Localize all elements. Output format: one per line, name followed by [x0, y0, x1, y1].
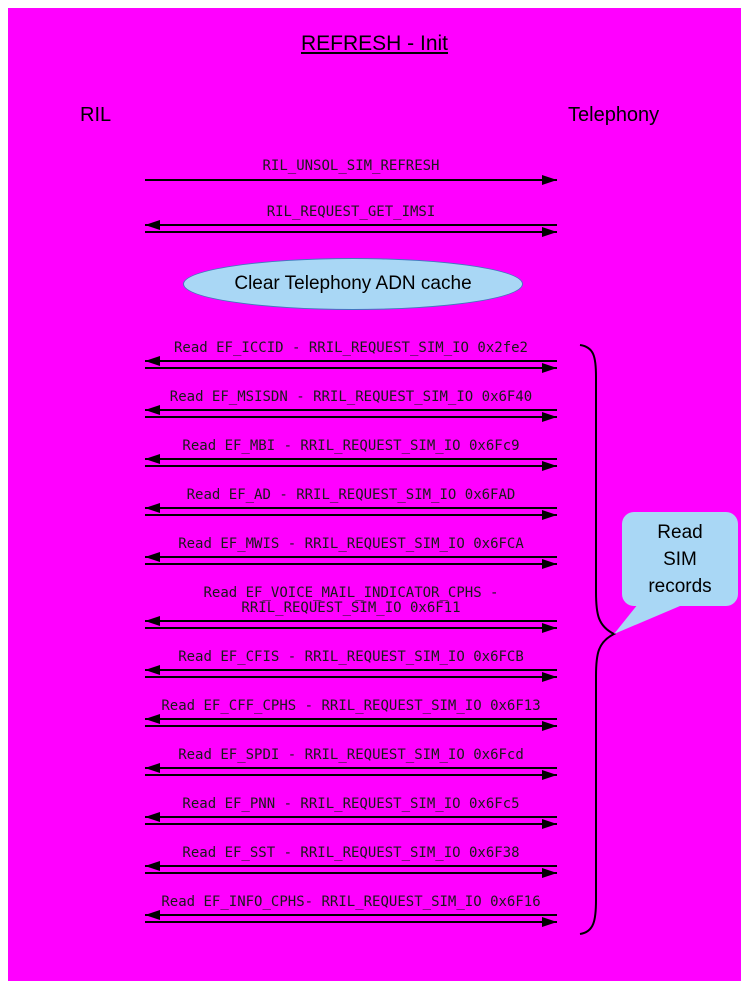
- adn-cache-note-label: Clear Telephony ADN cache: [234, 273, 472, 294]
- arrowhead-left-icon: [145, 910, 160, 920]
- arrow-line-right: [145, 721, 557, 731]
- message-label: Read EF_VOICE_MAIL_INDICATOR_CPHS - RRIL…: [203, 585, 499, 616]
- arrow-line-right: [145, 559, 557, 569]
- arrowhead-left-icon: [145, 763, 160, 773]
- message: Read EF_SPDI - RRIL_REQUEST_SIM_IO 0x6Fc…: [145, 747, 557, 780]
- arrow-line-right: [145, 917, 557, 927]
- message: Read EF_CFF_CPHS - RRIL_REQUEST_SIM_IO 0…: [145, 698, 557, 731]
- arrowhead-right-icon: [542, 412, 557, 422]
- arrowhead-right-icon: [542, 227, 557, 237]
- arrowhead-right-icon: [542, 559, 557, 569]
- message: Read EF_ICCID - RRIL_REQUEST_SIM_IO 0x2f…: [145, 340, 557, 373]
- message: Read EF_VOICE_MAIL_INDICATOR_CPHS - RRIL…: [145, 585, 557, 633]
- message: RIL_REQUEST_GET_IMSI: [145, 204, 557, 237]
- arrowhead-left-icon: [145, 356, 160, 366]
- actor-ril: RIL: [80, 104, 112, 126]
- arrow-line-right: [145, 461, 557, 471]
- arrowhead-right-icon: [542, 917, 557, 927]
- message: Read EF_MSISDN - RRIL_REQUEST_SIM_IO 0x6…: [145, 389, 557, 422]
- arrowhead-left-icon: [145, 812, 160, 822]
- arrow-line-left: [145, 552, 557, 562]
- message-label: Read EF_MSISDN - RRIL_REQUEST_SIM_IO 0x6…: [169, 389, 533, 405]
- message-label: RIL_REQUEST_GET_IMSI: [266, 204, 436, 220]
- message-label: Read EF_MWIS - RRIL_REQUEST_SIM_IO 0x6FC…: [178, 536, 524, 552]
- arrow-line-left: [145, 763, 557, 773]
- arrow-line-right: [145, 819, 557, 829]
- arrow-line-left: [145, 356, 557, 366]
- arrow-line-left: [145, 910, 557, 920]
- read-messages-group: Read EF_ICCID - RRIL_REQUEST_SIM_IO 0x2f…: [145, 341, 557, 944]
- arrow-line-left: [145, 503, 557, 513]
- message: RIL_UNSOL_SIM_REFRESH: [145, 158, 557, 185]
- arrow-line-left: [145, 812, 557, 822]
- read-sim-records-label: Read SIM records: [648, 521, 712, 597]
- arrowhead-right-icon: [542, 363, 557, 373]
- arrow-line-left: [145, 665, 557, 675]
- arrowhead-left-icon: [145, 714, 160, 724]
- arrow-line-right: [145, 672, 557, 682]
- message: Read EF_MWIS - RRIL_REQUEST_SIM_IO 0x6FC…: [145, 536, 557, 569]
- arrowhead-left-icon: [145, 503, 160, 513]
- arrow-line-right: [145, 510, 557, 520]
- message-label: Read EF_AD - RRIL_REQUEST_SIM_IO 0x6FAD: [186, 487, 516, 503]
- arrowhead-right-icon: [542, 868, 557, 878]
- arrowhead-left-icon: [145, 454, 160, 464]
- arrow-line-right: [145, 868, 557, 878]
- message: Read EF_CFIS - RRIL_REQUEST_SIM_IO 0x6FC…: [145, 649, 557, 682]
- arrowhead-left-icon: [145, 665, 160, 675]
- arrowhead-right-icon: [542, 175, 557, 185]
- sequence-diagram: REFRESH - Init RIL Telephony RIL_UNSOL_S…: [8, 8, 741, 981]
- arrowhead-right-icon: [542, 623, 557, 633]
- message-label: Read EF_CFF_CPHS - RRIL_REQUEST_SIM_IO 0…: [161, 698, 541, 714]
- arrowhead-right-icon: [542, 770, 557, 780]
- message: Read EF_MBI - RRIL_REQUEST_SIM_IO 0x6Fc9: [145, 438, 557, 471]
- arrow-line-left: [145, 220, 557, 230]
- arrowhead-left-icon: [145, 405, 160, 415]
- message-label: Read EF_PNN - RRIL_REQUEST_SIM_IO 0x6Fc5: [182, 796, 520, 812]
- arrowhead-left-icon: [145, 220, 160, 230]
- arrow-line-left: [145, 405, 557, 415]
- arrow-line-right: [145, 770, 557, 780]
- arrow-line-left: [145, 616, 557, 626]
- message: Read EF_INFO_CPHS- RRIL_REQUEST_SIM_IO 0…: [145, 894, 557, 927]
- arrow-line-right: [145, 363, 557, 373]
- arrowhead-right-icon: [542, 672, 557, 682]
- arrow-line-right: [145, 623, 557, 633]
- arrow-line-right: [145, 175, 557, 185]
- read-sim-records-callout: Read SIM records: [622, 512, 738, 606]
- top-messages-group: RIL_UNSOL_SIM_REFRESH RIL_REQUEST_GET_IM…: [145, 159, 557, 257]
- arrow-line-left: [145, 861, 557, 871]
- arrowhead-right-icon: [542, 819, 557, 829]
- arrowhead-left-icon: [145, 616, 160, 626]
- message-label: RIL_UNSOL_SIM_REFRESH: [262, 158, 440, 174]
- message: Read EF_PNN - RRIL_REQUEST_SIM_IO 0x6Fc5: [145, 796, 557, 829]
- message: Read EF_SST - RRIL_REQUEST_SIM_IO 0x6F38: [145, 845, 557, 878]
- message-label: Read EF_SST - RRIL_REQUEST_SIM_IO 0x6F38: [182, 845, 520, 861]
- arrow-line-right: [145, 412, 557, 422]
- message: Read EF_AD - RRIL_REQUEST_SIM_IO 0x6FAD: [145, 487, 557, 520]
- arrowhead-right-icon: [542, 461, 557, 471]
- message-label: Read EF_ICCID - RRIL_REQUEST_SIM_IO 0x2f…: [173, 340, 528, 356]
- actor-telephony: Telephony: [568, 104, 660, 126]
- adn-cache-note: Clear Telephony ADN cache: [183, 258, 523, 310]
- arrowhead-right-icon: [542, 721, 557, 731]
- arrow-line-left: [145, 454, 557, 464]
- arrowhead-right-icon: [542, 510, 557, 520]
- arrow-line-right: [145, 227, 557, 237]
- message-label: Read EF_CFIS - RRIL_REQUEST_SIM_IO 0x6FC…: [178, 649, 524, 665]
- arrowhead-left-icon: [145, 552, 160, 562]
- arrowhead-left-icon: [145, 861, 160, 871]
- message-label: Read EF_INFO_CPHS- RRIL_REQUEST_SIM_IO 0…: [161, 894, 541, 910]
- arrow-line-left: [145, 714, 557, 724]
- page-title: REFRESH - Init: [300, 32, 449, 55]
- message-label: Read EF_SPDI - RRIL_REQUEST_SIM_IO 0x6Fc…: [178, 747, 524, 763]
- message-label: Read EF_MBI - RRIL_REQUEST_SIM_IO 0x6Fc9: [182, 438, 520, 454]
